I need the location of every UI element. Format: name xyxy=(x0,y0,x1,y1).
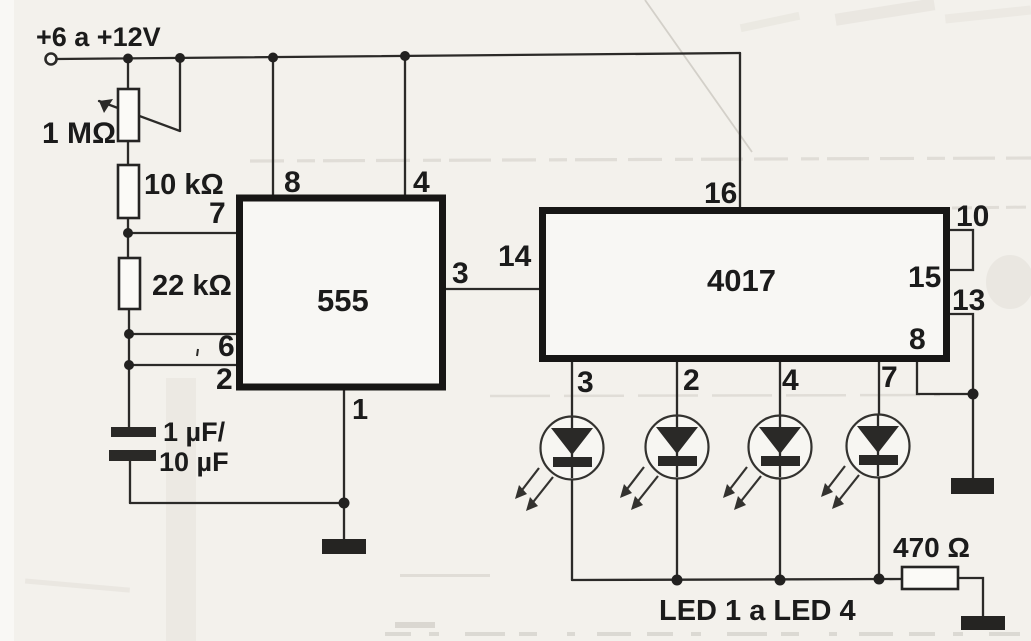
svg-text:10 kΩ: 10 kΩ xyxy=(144,169,224,201)
svg-text:15: 15 xyxy=(908,261,941,294)
svg-text:22 kΩ: 22 kΩ xyxy=(152,270,232,302)
svg-text:4017: 4017 xyxy=(707,263,776,298)
svg-text:LED 1 a LED 4: LED 1 a LED 4 xyxy=(659,595,856,627)
svg-text:1 µF/: 1 µF/ xyxy=(163,417,226,447)
svg-text:6: 6 xyxy=(218,330,235,363)
svg-text:10 µF: 10 µF xyxy=(159,447,229,477)
svg-text:10: 10 xyxy=(956,200,989,233)
svg-text:13: 13 xyxy=(952,284,985,317)
svg-text:4: 4 xyxy=(782,364,799,397)
svg-text:1 MΩ: 1 MΩ xyxy=(42,117,116,150)
svg-text:8: 8 xyxy=(284,166,301,199)
svg-text:3: 3 xyxy=(577,366,594,399)
svg-text:2: 2 xyxy=(683,364,700,397)
svg-text:470 Ω: 470 Ω xyxy=(893,532,970,563)
svg-text:555: 555 xyxy=(317,283,369,318)
svg-text:1: 1 xyxy=(352,394,368,426)
svg-text:2: 2 xyxy=(216,363,233,396)
svg-text:14: 14 xyxy=(498,240,532,273)
svg-text:7: 7 xyxy=(881,361,898,394)
svg-text:3: 3 xyxy=(452,257,469,290)
svg-text:16: 16 xyxy=(704,177,737,210)
svg-text:7: 7 xyxy=(209,197,226,230)
svg-text:4: 4 xyxy=(413,166,430,199)
svg-text:8: 8 xyxy=(909,323,926,356)
svg-text:+6 a +12V: +6 a +12V xyxy=(36,22,161,52)
